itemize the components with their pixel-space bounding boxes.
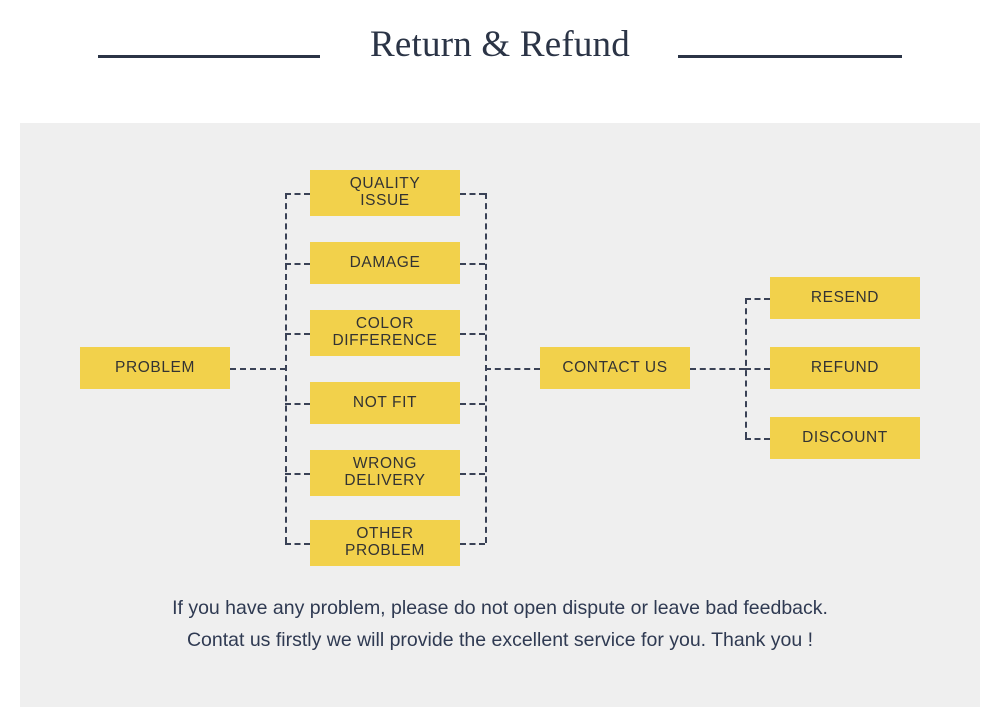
content-panel: PROBLEM QUALITY ISSUE DAMAGE COLOR DIFFE… [20,123,980,707]
policy-note: If you have any problem, please do not o… [20,593,980,656]
connector-other-problem-to-spine [460,543,485,545]
node-other-problem-line2: PROBLEM [345,542,425,559]
page-title: Return & Refund [370,24,630,65]
policy-note-line-2: Contat us firstly we will provide the ex… [186,628,814,651]
node-not-fit-label: NOT FIT [352,394,418,412]
title-rule-left [98,55,320,58]
node-damage-label: DAMAGE [349,254,421,272]
connector-spine-to-color-difference [285,333,310,335]
node-other-problem-line1: OTHER [356,525,414,543]
node-refund-label: REFUND [810,359,880,377]
title-rule-right [678,55,902,58]
node-wrong-delivery-line1: WRONG [352,455,418,473]
node-damage[interactable]: DAMAGE [310,242,460,284]
node-discount-label: DISCOUNT [802,429,888,447]
connector-spine-to-other-problem [285,543,310,545]
connector-problem-to-spine [230,368,286,370]
node-contact-us-label: CONTACT US [562,359,668,377]
node-wrong-delivery-label: WRONG DELIVERY [344,455,426,489]
connector-wrong-delivery-to-spine [460,473,485,475]
connector-spine-to-resend [745,298,770,300]
connector-damage-to-spine [460,263,485,265]
policy-note-line-1: If you have any problem, please do not o… [172,597,828,619]
node-color-difference[interactable]: COLOR DIFFERENCE [310,310,460,356]
node-quality-issue[interactable]: QUALITY ISSUE [310,170,460,216]
connector-spine-to-quality-issue [285,193,310,195]
connector-not-fit-to-spine [460,403,485,405]
page-header: Return & Refund [0,0,1000,112]
node-not-fit[interactable]: NOT FIT [310,382,460,424]
connector-spine-to-contact-us [485,368,540,370]
node-other-problem-label: OTHER PROBLEM [345,525,425,559]
node-discount[interactable]: DISCOUNT [770,417,920,459]
node-quality-issue-label: QUALITY ISSUE [349,175,421,209]
node-wrong-delivery[interactable]: WRONG DELIVERY [310,450,460,496]
node-quality-issue-line1: QUALITY [349,175,421,193]
return-refund-flowchart: PROBLEM QUALITY ISSUE DAMAGE COLOR DIFFE… [20,123,980,593]
connector-spine-to-damage [285,263,310,265]
node-wrong-delivery-line2: DELIVERY [344,472,426,489]
node-quality-issue-line2: ISSUE [360,192,410,209]
node-other-problem[interactable]: OTHER PROBLEM [310,520,460,566]
node-color-difference-label: COLOR DIFFERENCE [332,315,438,349]
connector-color-difference-to-spine [460,333,485,335]
connector-quality-issue-to-spine [460,193,485,195]
node-color-difference-line1: COLOR [355,315,415,333]
connector-spine-to-not-fit [285,403,310,405]
connector-spine-to-wrong-delivery [285,473,310,475]
node-problem[interactable]: PROBLEM [80,347,230,389]
node-refund[interactable]: REFUND [770,347,920,389]
connector-spine-to-discount [745,438,770,440]
node-color-difference-line2: DIFFERENCE [332,332,438,349]
node-problem-label: PROBLEM [115,359,195,377]
node-resend[interactable]: RESEND [770,277,920,319]
connector-contact-us-to-resolution-spine [690,368,745,370]
node-contact-us[interactable]: CONTACT US [540,347,690,389]
connector-left-spine [285,193,287,543]
connector-spine-to-refund [745,368,770,370]
node-resend-label: RESEND [810,289,880,307]
